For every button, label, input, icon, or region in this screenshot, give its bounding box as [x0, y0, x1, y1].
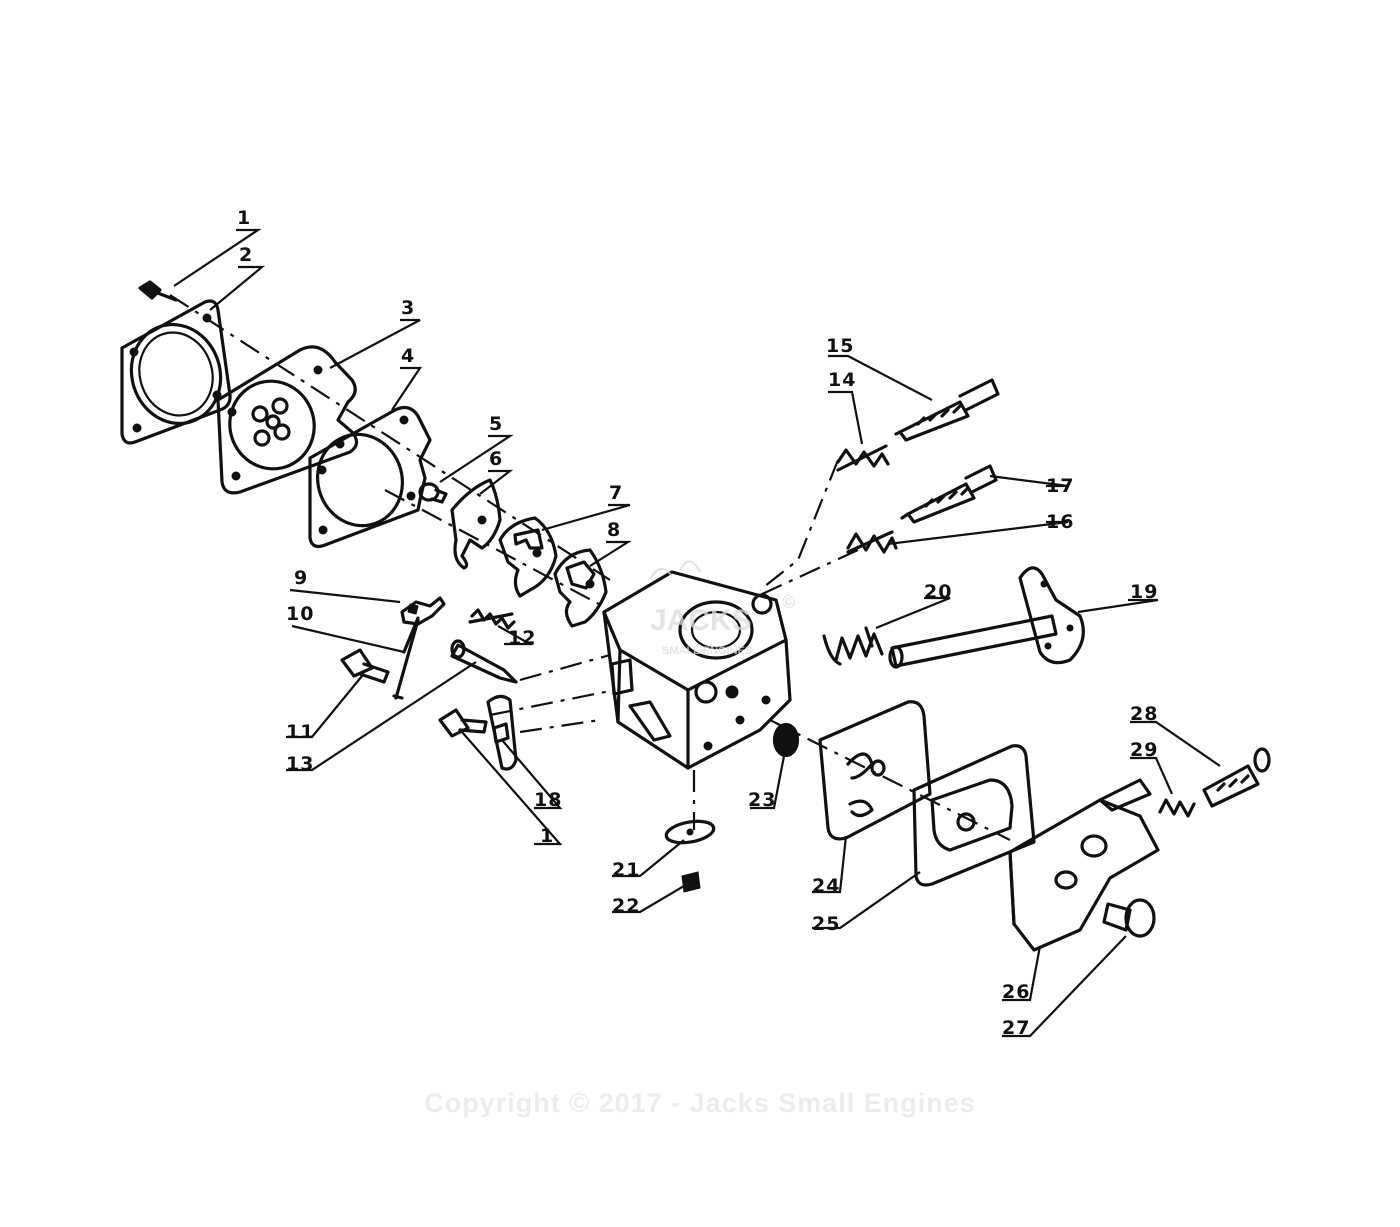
- part-22-screw: [681, 871, 701, 893]
- callout-19: 19: [1130, 581, 1158, 603]
- jacks-logo-watermark: JACKS SMALL ENGINES ©: [649, 560, 795, 657]
- part-20-spring: [822, 626, 884, 666]
- callout-15: 15: [826, 335, 854, 357]
- callout-labels: 1 2 3 4 5 6 7 8 9 10 11 12 13 14 15 16 1…: [237, 207, 1158, 1039]
- callout-20: 20: [924, 581, 952, 603]
- part-26-metering-cover: [1008, 778, 1160, 952]
- part-24-gasket: [818, 700, 932, 841]
- part-11-screw: [340, 648, 390, 684]
- callout-17: 17: [1046, 475, 1074, 497]
- callout-24: 24: [812, 875, 840, 897]
- logo-text: JACKS: [650, 604, 752, 637]
- part-16-spring: [846, 530, 898, 554]
- callout-21: 21: [612, 859, 640, 881]
- callout-1-lower: 1: [540, 825, 554, 847]
- callout-13: 13: [286, 753, 314, 775]
- part-15-adjust-needle: [894, 378, 1000, 442]
- assembly-centerlines: [169, 294, 1011, 841]
- callout-leaders: [173, 228, 1221, 1038]
- callout-7: 7: [609, 482, 623, 504]
- logo-subtext: SMALL ENGINES: [662, 645, 752, 657]
- part-17-adjust-needle: [900, 464, 998, 524]
- part-9-needle-lever: [400, 596, 446, 626]
- part-10-pin: [392, 616, 420, 700]
- part-23-filter-screen: [772, 722, 800, 758]
- carburetor-body: [602, 570, 792, 770]
- callout-26: 26: [1002, 981, 1030, 1003]
- callout-29: 29: [1130, 739, 1158, 761]
- part-18-bracket: [486, 694, 518, 771]
- callout-16: 16: [1046, 511, 1074, 533]
- part-3-pump-diaphragm: [216, 345, 359, 495]
- part-8-valve-plate: [553, 548, 608, 628]
- part-25-diaphragm: [912, 744, 1036, 887]
- callout-4: 4: [401, 345, 415, 367]
- callout-2: 2: [239, 244, 253, 266]
- callout-5: 5: [489, 413, 503, 435]
- part-1-screw-lower: [438, 708, 488, 738]
- part-14-spring: [836, 444, 890, 472]
- part-6-lever: [450, 478, 502, 570]
- callout-6: 6: [489, 448, 503, 470]
- callout-12: 12: [508, 627, 536, 649]
- callout-25: 25: [812, 913, 840, 935]
- logo-copyright-mark: ©: [782, 592, 795, 612]
- part-28-adjust-screw: [1202, 747, 1271, 808]
- part-2-cover-plate: [120, 299, 232, 445]
- callout-1-top: 1: [237, 207, 251, 229]
- callout-10: 10: [286, 603, 314, 625]
- part-21-disc: [664, 819, 716, 845]
- callout-27: 27: [1002, 1017, 1030, 1039]
- callout-8: 8: [607, 519, 621, 541]
- callout-11: 11: [286, 721, 314, 743]
- callout-14: 14: [828, 369, 856, 391]
- callout-18: 18: [534, 789, 562, 811]
- copyright-watermark: Copyright © 2017 - Jacks Small Engines: [424, 1088, 976, 1118]
- callout-28: 28: [1130, 703, 1158, 725]
- part-19-throttle-shaft: [888, 566, 1085, 669]
- part-13-inlet-needle: [450, 639, 518, 684]
- part-1-screw-top: [138, 280, 178, 302]
- callout-22: 22: [612, 895, 640, 917]
- part-29-spring: [1158, 798, 1196, 818]
- part-27-screw: [1102, 898, 1156, 938]
- part-12-spring: [468, 608, 516, 630]
- callout-23: 23: [748, 789, 776, 811]
- part-4-gasket: [308, 406, 432, 549]
- callout-9: 9: [294, 567, 308, 589]
- part-7-valve-plate: [498, 516, 558, 598]
- callout-3: 3: [401, 297, 415, 319]
- part-5-screw: [418, 482, 448, 504]
